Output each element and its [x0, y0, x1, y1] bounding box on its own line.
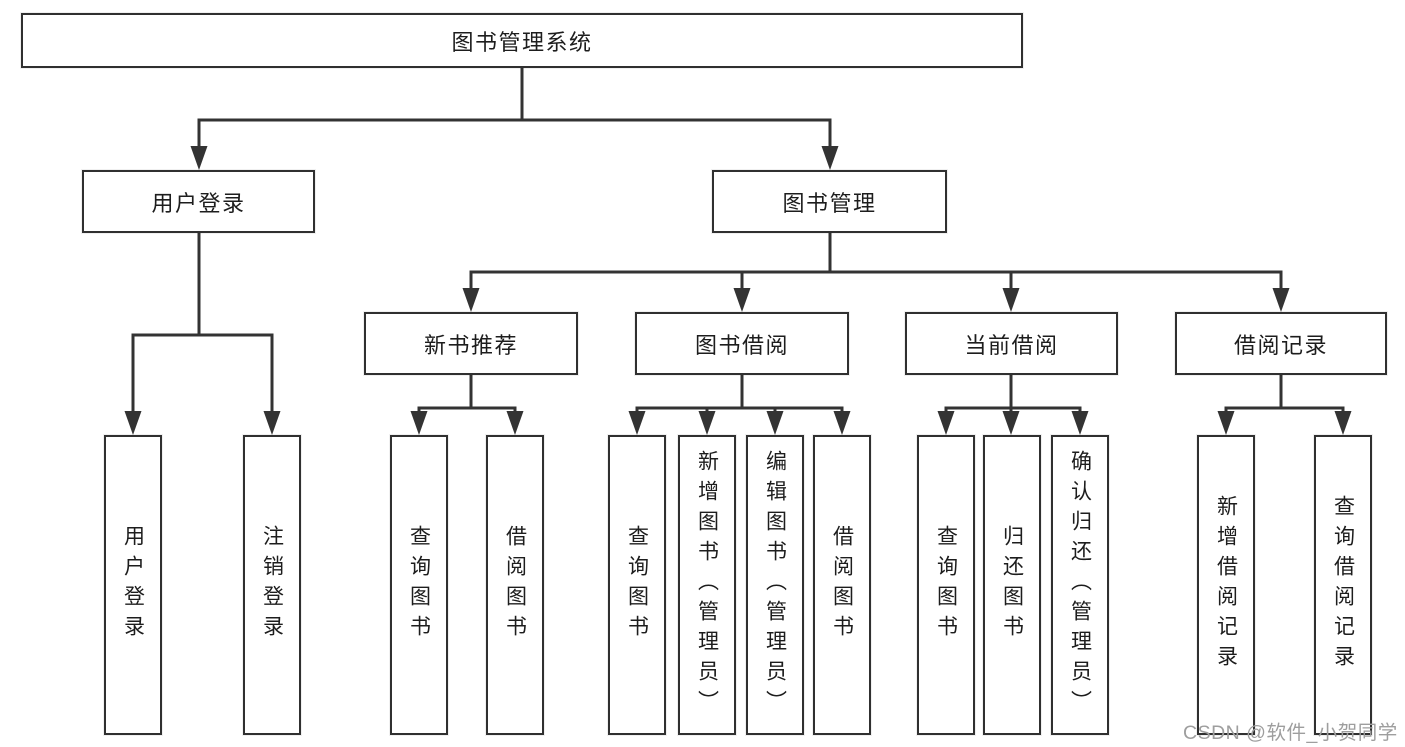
- leaf-nbr-query-book: 查询图书: [390, 435, 448, 735]
- leaf-bb-borrow-book: 借阅图书: [813, 435, 871, 735]
- connector-current-borrow-fork: [937, 373, 1089, 435]
- leaf-bb-add-book-admin: 新增图书（管理员）: [678, 435, 736, 735]
- leaf-bb-edit-book-admin: 编辑图书（管理员）: [746, 435, 804, 735]
- node-root: 图书管理系统: [21, 13, 1023, 68]
- connector-user-login-fork: [124, 231, 281, 435]
- connector-book-borrow-fork: [628, 373, 851, 435]
- leaf-cb-confirm-return-admin: 确认归还（管理员）: [1051, 435, 1109, 735]
- connector-book-management-fork: [462, 231, 1290, 312]
- node-borrow-record: 借阅记录: [1175, 312, 1387, 375]
- node-current-borrow: 当前借阅: [905, 312, 1118, 375]
- watermark: CSDN @软件_小贺同学: [1183, 722, 1398, 744]
- leaf-cb-return-book: 归还图书: [983, 435, 1041, 735]
- leaf-br-add-record: 新增借阅记录: [1197, 435, 1255, 735]
- connector-new-book-recommend-fork: [410, 373, 524, 435]
- node-book-management: 图书管理: [712, 170, 947, 233]
- connector-root-fork: [190, 66, 839, 170]
- node-book-borrow: 图书借阅: [635, 312, 849, 375]
- leaf-user-login: 用户登录: [104, 435, 162, 735]
- leaf-br-query-record: 查询借阅记录: [1314, 435, 1372, 735]
- leaf-cb-query-book: 查询图书: [917, 435, 975, 735]
- leaf-logout: 注销登录: [243, 435, 301, 735]
- node-user-login: 用户登录: [82, 170, 315, 233]
- connector-borrow-record-fork: [1217, 373, 1352, 435]
- leaf-nbr-borrow-book: 借阅图书: [486, 435, 544, 735]
- node-new-book-recommend: 新书推荐: [364, 312, 578, 375]
- leaf-bb-query-book: 查询图书: [608, 435, 666, 735]
